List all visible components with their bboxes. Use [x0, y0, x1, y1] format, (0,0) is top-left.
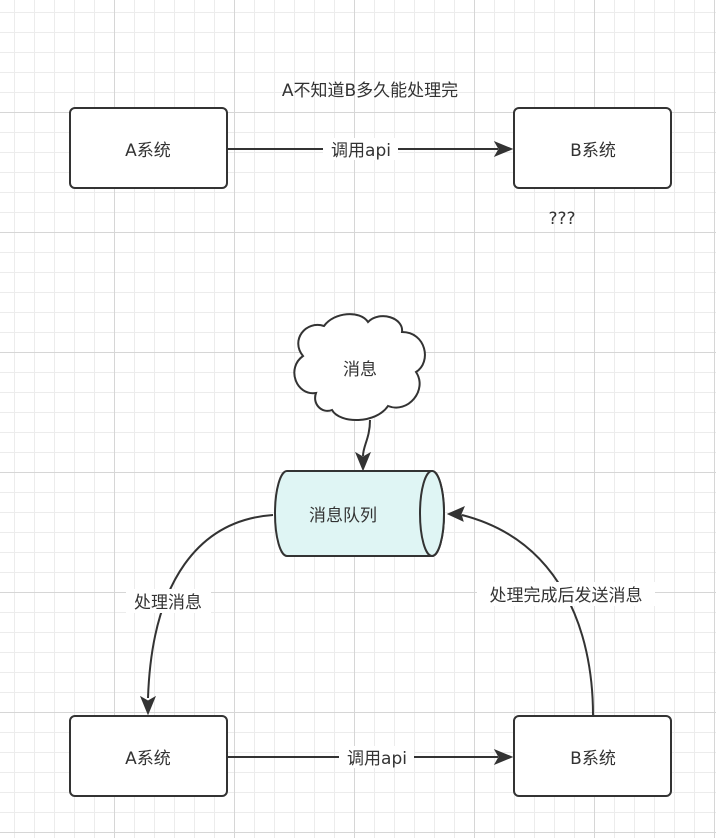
bottom-call-edge[interactable]: 调用api	[227, 746, 514, 769]
send-after-done-label: 处理完成后发送消息	[490, 586, 643, 606]
message-queue-label: 消息队列	[309, 506, 377, 526]
message-cloud-node[interactable]: 消息	[293, 313, 426, 422]
bottom-system-b-label: B系统	[570, 749, 616, 769]
top-system-b-node[interactable]: B系统	[513, 107, 672, 189]
send-after-done-edge[interactable]: 处理完成后发送消息	[446, 506, 655, 716]
top-call-label: 调用api	[331, 141, 391, 161]
message-label: 消息	[343, 360, 377, 380]
top-call-edge[interactable]: 调用api	[227, 138, 514, 161]
bottom-system-b-node[interactable]: B系统	[513, 715, 672, 797]
top-system-a-node[interactable]: A系统	[69, 107, 228, 189]
bottom-call-label: 调用api	[347, 749, 407, 769]
top-note: A不知道B多久能处理完	[282, 81, 458, 101]
bottom-system-a-label: A系统	[125, 749, 171, 769]
question-marks: ???	[548, 209, 575, 229]
top-system-a-label: A系统	[125, 141, 171, 161]
bottom-system-a-node[interactable]: A系统	[69, 715, 228, 797]
cloud-to-queue-edge	[354, 419, 372, 472]
process-message-edge[interactable]: 处理消息	[126, 514, 274, 716]
message-queue-node[interactable]: 消息队列	[274, 470, 445, 557]
top-system-b-label: B系统	[570, 141, 616, 161]
process-message-label: 处理消息	[134, 593, 202, 613]
